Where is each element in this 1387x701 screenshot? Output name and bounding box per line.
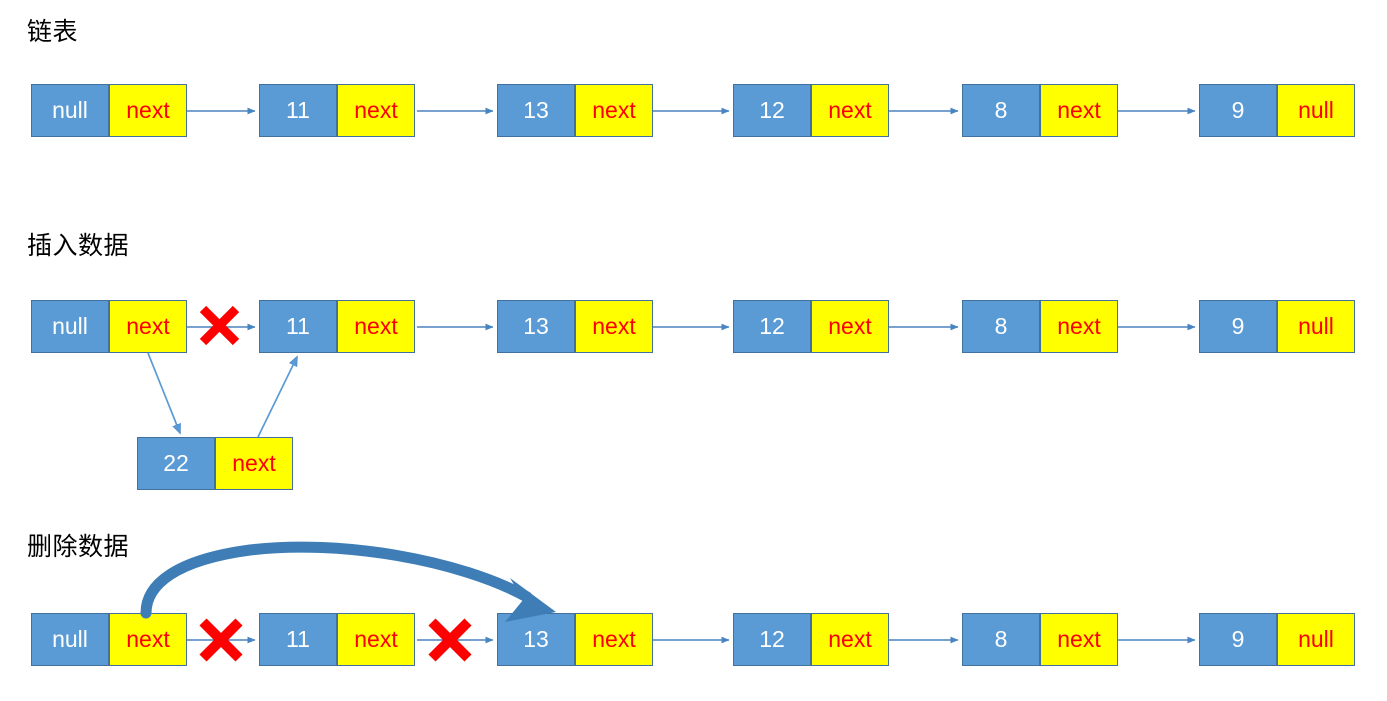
node-link-cell: next: [1040, 300, 1118, 353]
node-link-cell: next: [811, 84, 889, 137]
node-inserted-22[interactable]: 22 next: [137, 437, 293, 490]
node-linked-list-1[interactable]: 11 next: [259, 84, 415, 137]
cross-icon-insert: [199, 305, 240, 346]
node-link-cell: null: [1277, 84, 1355, 137]
node-delete-3[interactable]: 12 next: [733, 613, 889, 666]
node-insert-0[interactable]: null next: [31, 300, 187, 353]
section-heading-insert-data: 插入数据: [27, 233, 130, 260]
section-heading-delete-data: 删除数据: [27, 534, 130, 561]
node-link-cell: next: [337, 84, 415, 137]
insert-redirect-arrows: [147, 352, 297, 438]
node-data-cell: 12: [733, 84, 811, 137]
node-data-cell: 8: [962, 84, 1040, 137]
node-link-cell: next: [109, 613, 187, 666]
node-link-cell: null: [1277, 613, 1355, 666]
node-data-cell: 12: [733, 300, 811, 353]
node-delete-0[interactable]: null next: [31, 613, 187, 666]
node-delete-4[interactable]: 8 next: [962, 613, 1118, 666]
node-linked-list-2[interactable]: 13 next: [497, 84, 653, 137]
node-data-cell: 13: [497, 613, 575, 666]
node-linked-list-0[interactable]: null next: [31, 84, 187, 137]
node-link-cell: next: [575, 613, 653, 666]
node-linked-list-3[interactable]: 12 next: [733, 84, 889, 137]
node-linked-list-4[interactable]: 8 next: [962, 84, 1118, 137]
node-data-cell: null: [31, 613, 109, 666]
node-data-cell: 11: [259, 613, 337, 666]
node-data-cell: 13: [497, 84, 575, 137]
node-delete-1[interactable]: 11 next: [259, 613, 415, 666]
delete-relink-curved-arrow: [140, 541, 556, 622]
node-insert-2[interactable]: 13 next: [497, 300, 653, 353]
node-insert-1[interactable]: 11 next: [259, 300, 415, 353]
node-link-cell: next: [337, 613, 415, 666]
node-link-cell: next: [1040, 613, 1118, 666]
node-link-cell: null: [1277, 300, 1355, 353]
node-link-cell: next: [109, 300, 187, 353]
node-link-cell: next: [811, 613, 889, 666]
node-link-cell: next: [1040, 84, 1118, 137]
node-delete-5[interactable]: 9 null: [1199, 613, 1355, 666]
node-data-cell: 13: [497, 300, 575, 353]
section-heading-linked-list: 链表: [27, 19, 79, 46]
node-link-cell: next: [575, 84, 653, 137]
node-insert-5[interactable]: 9 null: [1199, 300, 1355, 353]
node-data-cell: 11: [259, 84, 337, 137]
cross-icon-delete-1: [199, 618, 243, 662]
node-linked-list-5[interactable]: 9 null: [1199, 84, 1355, 137]
node-insert-3[interactable]: 12 next: [733, 300, 889, 353]
node-data-cell: 9: [1199, 84, 1277, 137]
node-delete-2[interactable]: 13 next: [497, 613, 653, 666]
node-link-cell: next: [337, 300, 415, 353]
node-data-cell: 12: [733, 613, 811, 666]
node-data-cell: 8: [962, 300, 1040, 353]
node-data-cell: 9: [1199, 300, 1277, 353]
node-link-cell: next: [575, 300, 653, 353]
node-data-cell: null: [31, 84, 109, 137]
node-data-cell: null: [31, 300, 109, 353]
node-link-cell: next: [109, 84, 187, 137]
cross-icon-delete-2: [428, 618, 472, 662]
node-link-cell: next: [811, 300, 889, 353]
node-data-cell: 22: [137, 437, 215, 490]
node-data-cell: 9: [1199, 613, 1277, 666]
node-link-cell: next: [215, 437, 293, 490]
node-insert-4[interactable]: 8 next: [962, 300, 1118, 353]
node-data-cell: 11: [259, 300, 337, 353]
node-data-cell: 8: [962, 613, 1040, 666]
